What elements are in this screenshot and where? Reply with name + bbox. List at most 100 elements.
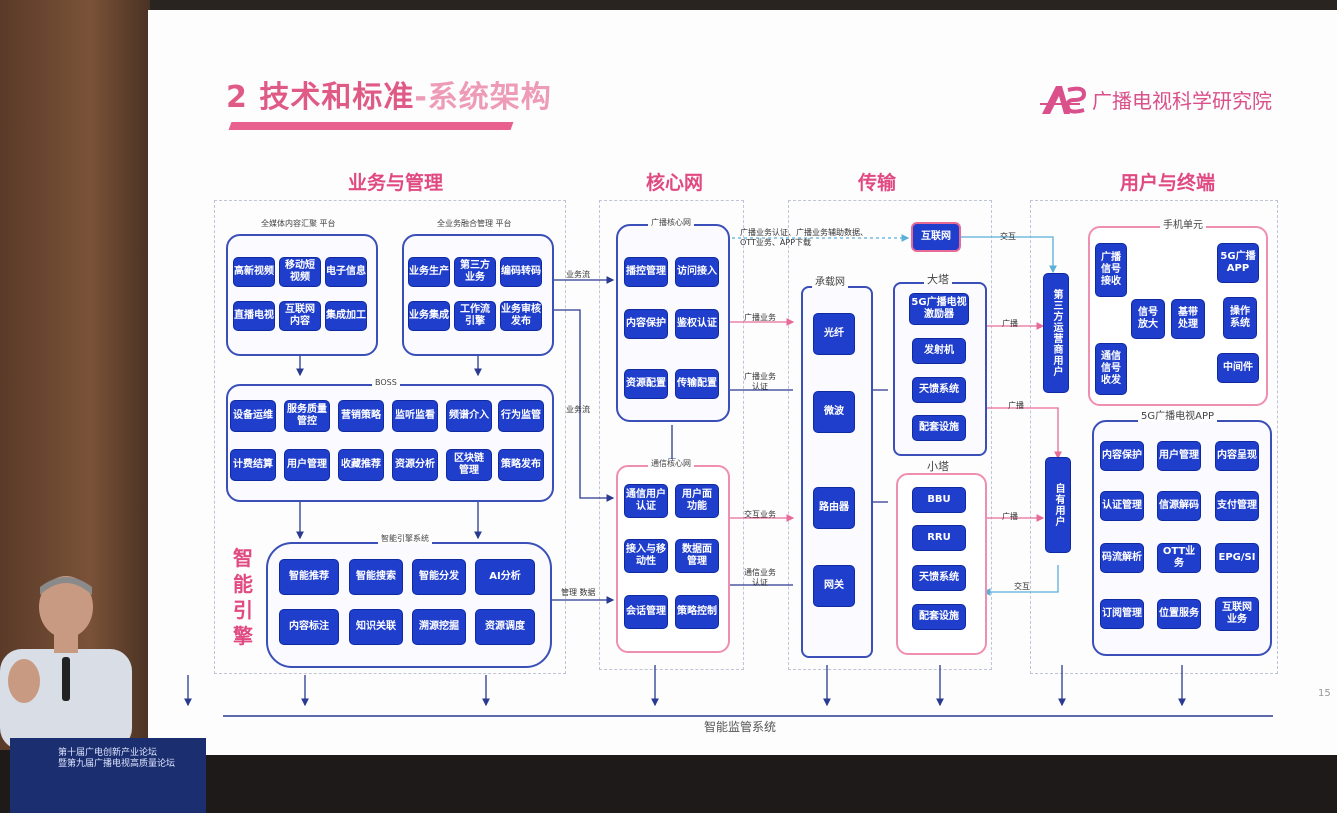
box-comm-mobility: 接入与移 动性 — [625, 540, 667, 572]
box-bearer-fiber: 光纤 — [814, 314, 854, 354]
box-tower-facilities: 配套设施 — [913, 416, 965, 440]
engine-side-label: 智能引擎 — [233, 546, 253, 648]
box-phone-os: 操作 系统 — [1224, 298, 1256, 338]
institute-logo: 广播电视科学研究院 — [1040, 82, 1272, 116]
title-main: 2 技术和标准 — [226, 80, 415, 115]
podium-line-1: 第十届广电创新产业论坛 — [58, 748, 158, 758]
connector-lines — [184, 234, 1273, 717]
region-user — [1030, 200, 1278, 674]
label-broadcast-1: 广播 — [1002, 319, 1018, 328]
box-engine-scheduling: 资源调度 — [476, 610, 534, 644]
box-comm-data-plane: 数据面 管理 — [676, 540, 718, 572]
box-bc-protect: 内容保护 — [625, 310, 667, 338]
bc-core-label: 广播核心网 — [648, 218, 694, 228]
box-comm-policy: 策略控制 — [676, 596, 718, 628]
box-phone-baseband: 基带 处理 — [1172, 300, 1204, 338]
box-engine-distribute: 智能分发 — [413, 560, 465, 594]
box-boss-ops: 设备运维 — [231, 401, 275, 431]
box-biz-production: 业务生产 — [409, 258, 449, 286]
box-bc-transport: 传输配置 — [676, 370, 718, 398]
box-boss-behavior: 行为监管 — [499, 401, 543, 431]
biz-platform-label: 全业务融合管理 平台 — [434, 219, 515, 229]
box-phone-comm-signal: 通信 信号 收发 — [1096, 344, 1126, 394]
section-user: 用户与终端 — [1120, 172, 1216, 194]
biz-platform-group — [402, 234, 554, 356]
app-label: 5G广播电视APP — [1138, 412, 1218, 422]
label-bc-service: 广播业务 — [744, 313, 776, 322]
media-platform-group — [226, 234, 378, 356]
box-boss-qos: 服务质量 管控 — [285, 401, 329, 431]
label-bc-auth: 广播业务 认证 — [744, 372, 776, 391]
box-biz-integration: 业务集成 — [409, 302, 449, 330]
box-bearer-router: 路由器 — [814, 488, 854, 528]
box-app-subscription: 订阅管理 — [1101, 600, 1143, 628]
institute-logo-icon — [1040, 82, 1087, 116]
tower-small-label: 小塔 — [924, 461, 952, 472]
box-app-auth: 认证管理 — [1101, 492, 1143, 520]
page-number: 15 — [1318, 688, 1331, 699]
box-media-integration: 集成加工 — [326, 302, 366, 330]
bearer-label: 承载网 — [812, 278, 848, 288]
presentation-slide: 2 技术和标准-系统架构 广播电视科学研究院 业务与管理 核心网 传输 用户与终… — [148, 10, 1337, 755]
box-biz-workflow: 工作流 引擎 — [455, 302, 495, 330]
box-media-live-tv: 直播电视 — [234, 302, 274, 330]
box-tower-bbu: BBU — [913, 488, 965, 512]
podium-banner: 第十届广电创新产业论坛 暨第九届广播电视高质量论坛 — [58, 748, 175, 770]
institute-name: 广播电视科学研究院 — [1092, 88, 1272, 113]
label-business-flow-1: 业务流 — [566, 270, 590, 279]
section-core: 核心网 — [646, 172, 704, 194]
box-app-stream: 码流解析 — [1101, 544, 1143, 572]
box-app-payment: 支付管理 — [1216, 492, 1258, 520]
box-phone-5g-app: 5G广播 APP — [1218, 244, 1258, 282]
box-media-internet-content: 互联网 内容 — [280, 302, 320, 330]
box-app-present: 内容呈现 — [1216, 442, 1258, 470]
comm-core-label: 通信核心网 — [648, 459, 694, 469]
label-interact-1: 交互 — [1000, 232, 1016, 241]
label-interact-2: 交互 — [1014, 582, 1030, 591]
boss-label: BOSS — [372, 378, 400, 388]
box-tower-transmitter: 发射机 — [913, 339, 965, 363]
box-bc-auth: 鉴权认证 — [676, 310, 718, 338]
label-broadcast-2: 广播 — [1008, 401, 1024, 410]
box-tower-small-facilities: 配套设施 — [913, 605, 965, 629]
engine-label: 智能引擎系统 — [378, 534, 432, 544]
box-bearer-gateway: 网关 — [814, 566, 854, 606]
box-app-location: 位置服务 — [1158, 600, 1200, 628]
box-phone-middleware: 中间件 — [1218, 354, 1258, 382]
section-business: 业务与管理 — [348, 172, 444, 194]
box-phone-amplify: 信号 放大 — [1132, 300, 1164, 338]
tower-big-label: 大塔 — [924, 274, 952, 285]
region-business — [214, 200, 566, 674]
box-boss-monitor: 监听监看 — [393, 401, 437, 431]
podium-line-2: 暨第九届广播电视高质量论坛 — [58, 759, 176, 769]
box-media-hd-video: 高新视频 — [234, 258, 274, 286]
label-broadcast-3: 广播 — [1002, 512, 1018, 521]
section-transport: 传输 — [858, 172, 897, 194]
box-engine-tracing: 溯源挖掘 — [413, 610, 465, 644]
phone-unit-label: 手机单元 — [1160, 221, 1206, 231]
box-tower-exciter: 5G广播电视 激励器 — [910, 294, 968, 324]
box-app-user: 用户管理 — [1158, 442, 1200, 470]
slide-title: 2 技术和标准-系统架构 — [226, 72, 552, 116]
box-boss-recommend: 收藏推荐 — [339, 450, 383, 480]
label-manage-data: 管理 数据 — [561, 588, 596, 597]
box-app-epg: EPG/SI — [1216, 544, 1258, 572]
region-core — [599, 200, 744, 670]
bottom-system-label: 智能监管系统 — [704, 720, 777, 734]
room-ceiling — [150, 0, 1337, 12]
title-sub: -系统架构 — [414, 80, 552, 115]
box-comm-user-auth: 通信用户 认证 — [625, 485, 667, 517]
presenter — [0, 575, 135, 750]
box-boss-users: 用户管理 — [285, 450, 329, 480]
box-biz-third-party: 第三方 业务 — [455, 258, 495, 286]
box-engine-tagging: 内容标注 — [280, 610, 338, 644]
box-internet: 互联网 — [913, 224, 959, 250]
box-engine-recommend: 智能推荐 — [280, 560, 338, 594]
box-app-protect: 内容保护 — [1101, 442, 1143, 470]
box-boss-resource: 资源分析 — [393, 450, 437, 480]
box-comm-session: 会话管理 — [625, 596, 667, 628]
box-media-e-info: 电子信息 — [326, 258, 366, 286]
media-platform-label: 全媒体内容汇聚 平台 — [258, 219, 339, 229]
box-app-decode: 信源解码 — [1158, 492, 1200, 520]
region-transport — [788, 200, 992, 670]
